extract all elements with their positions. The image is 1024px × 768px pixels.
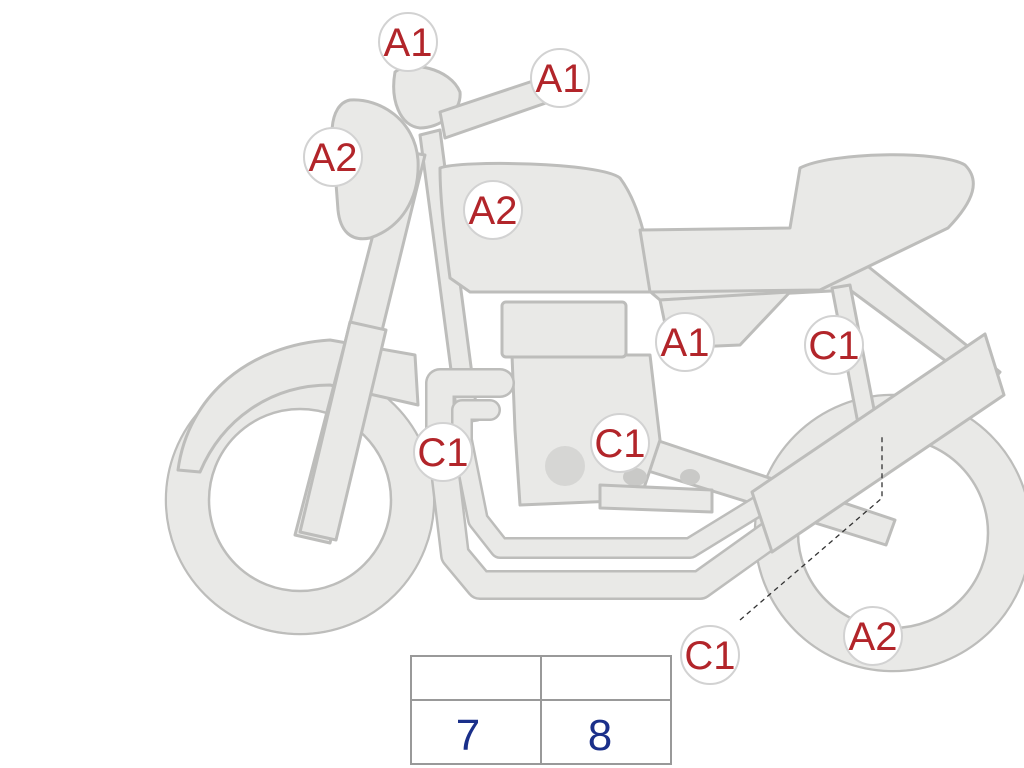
- grade-badge-text: C1: [417, 431, 468, 475]
- grade-badge-text: C1: [808, 324, 859, 368]
- exhaust-pipe-outer-fill: [427, 370, 783, 598]
- grade-badge-text: A1: [384, 21, 433, 65]
- grade-badge-circle: [303, 127, 363, 187]
- grade-badge-circle: [413, 422, 473, 482]
- marker-silencer-right: C1: [680, 625, 740, 685]
- marker-tank: A2: [463, 180, 523, 240]
- grade-badge-text: C1: [594, 422, 645, 466]
- marker-meter: A1: [378, 12, 438, 72]
- cylinder-head: [500, 300, 628, 359]
- motorcycle-illustration: [164, 64, 1024, 673]
- grade-badge-text: A2: [469, 189, 518, 233]
- marker-side-cover-left: A1: [655, 312, 715, 372]
- step-bar: [598, 483, 714, 514]
- exhaust-pipe-inner-fill: [453, 401, 769, 557]
- rear-tire-value: 8: [588, 711, 612, 760]
- grade-badge-text: C1: [684, 634, 735, 678]
- footpeg-left-dot: [623, 468, 647, 486]
- grade-badge-circle: [655, 312, 715, 372]
- grade-badge-text: A1: [536, 57, 585, 101]
- grade-badge-circle: [590, 413, 650, 473]
- fork-bottom: [298, 320, 388, 542]
- grade-badge-circle: [530, 48, 590, 108]
- tire-tread-table: 7 8: [410, 655, 672, 765]
- grade-badge-circle: [804, 315, 864, 375]
- marker-rear-suspension: C1: [804, 315, 864, 375]
- silencer-leader-line: [739, 435, 883, 621]
- muffler: [750, 332, 1006, 554]
- headlight: [330, 98, 420, 241]
- grade-badge-circle: [463, 180, 523, 240]
- grade-badge-circle: [843, 606, 903, 666]
- marker-rear-wheel: A2: [843, 606, 903, 666]
- marker-exhaust: C1: [413, 422, 473, 482]
- grade-badge-text: A2: [309, 136, 358, 180]
- grade-badge-circle: [680, 625, 740, 685]
- marker-handle: A1: [530, 48, 590, 108]
- grade-badge-text: A2: [849, 615, 898, 659]
- marker-step: C1: [590, 413, 650, 473]
- seat: [638, 153, 975, 294]
- footpeg-right-dot: [680, 469, 700, 485]
- grade-badge-text: A1: [661, 321, 710, 365]
- front-tire-value: 7: [456, 711, 480, 760]
- grade-badge-circle: [378, 12, 438, 72]
- engine-cover-circle: [545, 446, 585, 486]
- marker-light: A2: [303, 127, 363, 187]
